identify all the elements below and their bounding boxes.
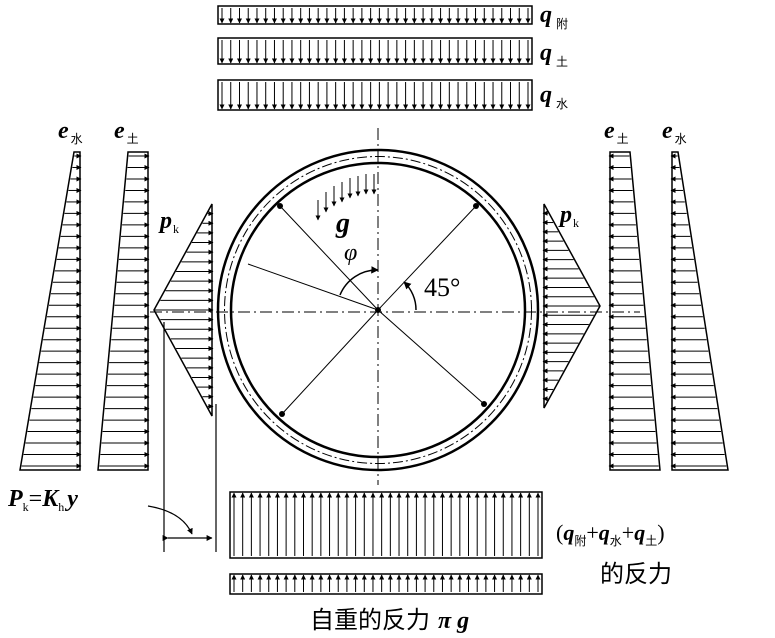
reaction-sum-load: [229, 491, 543, 559]
angle-45-arc: [403, 281, 417, 311]
radial-lines: [247, 205, 485, 415]
e-shui-left-load: [19, 151, 82, 471]
e-shui-right-load: [670, 151, 729, 471]
self-weight-label: g: [335, 208, 350, 239]
phi-label: φ: [344, 240, 357, 266]
self-weight-arrows: [315, 174, 377, 221]
radial-end-dots: [277, 203, 487, 417]
pk-right-label: pk: [558, 202, 579, 230]
angle-45-label: 45°: [424, 273, 460, 302]
pk-right-triangle: [542, 203, 601, 409]
pk-left-label: pk: [158, 208, 179, 236]
reaction-sum-label: (q附+q水+q土): [556, 520, 665, 548]
self-weight-reaction-load: [229, 573, 543, 595]
e-tu-left-load: [97, 151, 150, 471]
center-axes: [150, 128, 640, 485]
reaction-sum-text: 的反力: [600, 560, 672, 588]
phi-arc: [339, 266, 379, 296]
e-tu-right-load: [608, 151, 661, 471]
q-tu-load: [217, 37, 533, 65]
q-shui-load: [217, 79, 533, 111]
pk-dimension: [147, 322, 217, 552]
q-fu-load: [217, 5, 533, 25]
pk-left-triangle: [153, 203, 214, 417]
